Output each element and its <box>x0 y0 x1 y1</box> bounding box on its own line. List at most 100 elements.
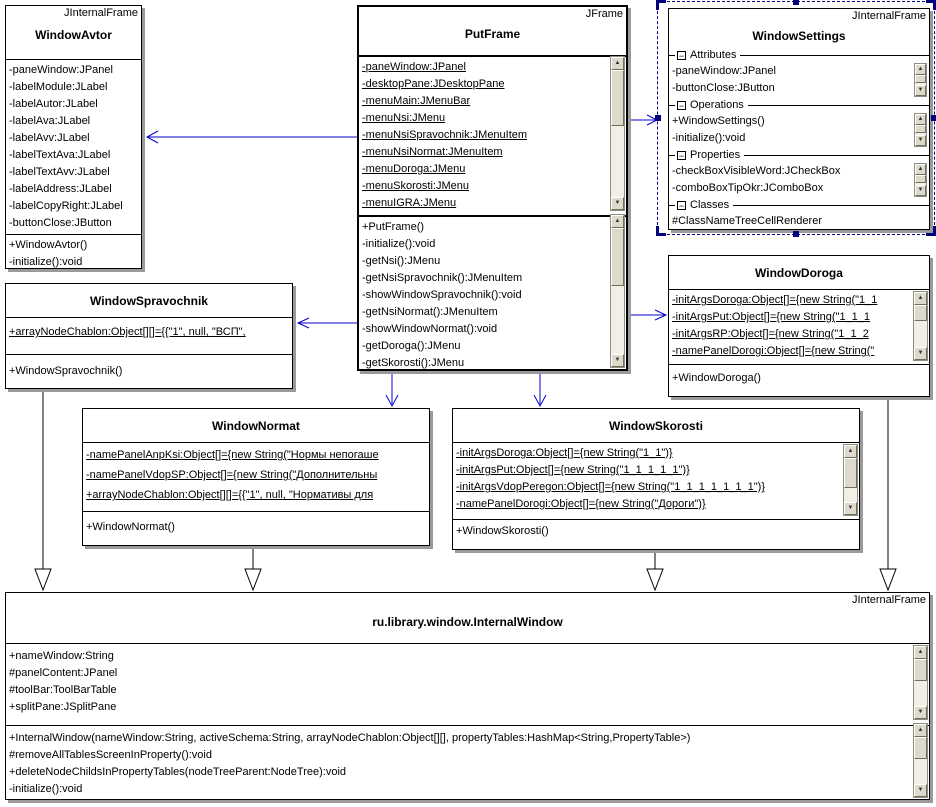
selection-handle[interactable] <box>655 115 661 121</box>
scroll-up-icon[interactable]: ▲ <box>914 646 927 659</box>
attribute-row: -menuSkorosti:JMenu <box>362 180 469 192</box>
selection-handle[interactable] <box>931 115 936 121</box>
class-window-normat[interactable]: WindowNormat -namePanelAnpKsi:Object[]={… <box>82 408 430 546</box>
scroll-up-icon[interactable]: ▲ <box>915 64 926 75</box>
stereotype-label: JInternalFrame <box>64 7 138 19</box>
class-header: WindowSkorosti <box>453 409 859 442</box>
scrollbar-thumb[interactable] <box>611 228 624 286</box>
attribute-row: +splitPane:JSplitPane <box>9 701 117 713</box>
generalization-windownormat-internalwindow[interactable] <box>244 547 262 592</box>
compartment-divider <box>83 442 429 443</box>
class-name: ru.library.window.InternalWindow <box>372 615 563 629</box>
scroll-down-icon[interactable]: ▼ <box>915 185 926 196</box>
compartment-divider <box>453 519 859 520</box>
collapse-icon[interactable]: − <box>677 100 686 111</box>
scroll-up-icon[interactable]: ▲ <box>914 292 927 305</box>
class-window-doroga[interactable]: WindowDoroga -initArgsDoroga:Object[]={n… <box>668 255 930 397</box>
collapse-icon[interactable]: − <box>677 150 686 161</box>
collapse-icon[interactable]: − <box>677 50 686 61</box>
scroll-down-icon[interactable]: ▼ <box>611 354 624 367</box>
class-internal-window[interactable]: JInternalFrame ru.library.window.Interna… <box>5 592 930 800</box>
scrollbar-track[interactable] <box>914 759 927 784</box>
scroll-up-icon[interactable]: ▲ <box>915 114 926 125</box>
attribute-row: -initArgsRP:Object[]={new String("1_1_2 <box>672 328 869 340</box>
scrollbar-thumb[interactable] <box>914 737 927 759</box>
compartment-divider <box>669 364 929 365</box>
attribute-row: -labelAutor:JLabel <box>9 98 98 110</box>
scrollbar-track[interactable] <box>914 681 927 706</box>
scrollbar-track[interactable] <box>611 126 624 197</box>
collapse-icon[interactable]: − <box>677 200 686 211</box>
attribute-row: -desktopPane:JDesktopPane <box>362 78 505 90</box>
scroll-down-icon[interactable]: ▼ <box>915 135 926 146</box>
attributes-scrollbar[interactable]: ▲▼ <box>914 63 927 97</box>
scroll-down-icon[interactable]: ▼ <box>914 347 927 360</box>
attribute-row: -namePanelVdopSP:Object[]={new String("Д… <box>86 469 378 481</box>
class-putframe[interactable]: JFrame PutFrame -paneWindow:JPanel-deskt… <box>357 5 628 371</box>
generalization-windowspravochnik-internalwindow[interactable] <box>34 390 52 592</box>
scroll-up-icon[interactable]: ▲ <box>611 57 624 70</box>
properties-scrollbar[interactable]: ▲▼ <box>914 163 927 197</box>
class-header: WindowSpravochnik <box>6 284 292 317</box>
attribute-row: -paneWindow:JPanel <box>362 61 466 73</box>
method-row: -getNsi():JMenu <box>362 255 441 267</box>
attributes-scrollbar[interactable]: ▲▼ <box>913 645 928 720</box>
scrollbar-thumb[interactable] <box>915 175 926 183</box>
class-name: WindowDoroga <box>755 266 843 280</box>
selection-corner-handle[interactable] <box>926 226 936 236</box>
attribute-row: -namePanelDorogi:Object[]={new String("Д… <box>456 498 706 510</box>
selection-corner-handle[interactable] <box>656 0 666 10</box>
generalization-windowdoroga-internalwindow[interactable] <box>879 398 897 592</box>
methods-scrollbar[interactable]: ▲▼ <box>913 723 928 798</box>
attributes-compartment: -paneWindow:JPanel-buttonClose:JButton <box>669 63 929 97</box>
association-putframe-windownormat[interactable] <box>385 373 399 408</box>
generalization-windowskorosti-internalwindow[interactable] <box>646 551 664 592</box>
attributes-scrollbar[interactable]: ▲▼ <box>843 444 858 516</box>
selection-corner-handle[interactable] <box>926 0 936 10</box>
section-header-operations: − Operations <box>669 97 929 113</box>
methods-scrollbar[interactable]: ▲▼ <box>610 214 625 368</box>
attribute-row: -buttonClose:JButton <box>9 217 112 229</box>
class-window-settings[interactable]: JInternalFrame WindowSettings − Attribut… <box>668 8 930 230</box>
attributes-scrollbar[interactable]: ▲▼ <box>610 56 625 211</box>
selection-handle[interactable] <box>793 0 799 5</box>
section-header-attributes: − Attributes <box>669 47 929 63</box>
association-putframe-windowsettings[interactable] <box>628 114 659 126</box>
scroll-down-icon[interactable]: ▼ <box>914 784 927 797</box>
association-putframe-windowavtor[interactable] <box>145 130 357 144</box>
methods-compartment: +WindowSkorosti() <box>453 520 859 549</box>
association-putframe-windowspravochnik[interactable] <box>296 317 357 329</box>
scroll-down-icon[interactable]: ▼ <box>611 197 624 210</box>
scroll-down-icon[interactable]: ▼ <box>914 706 927 719</box>
scrollbar-track[interactable] <box>914 321 927 347</box>
scroll-down-icon[interactable]: ▼ <box>915 85 926 96</box>
association-putframe-windowskorosti[interactable] <box>533 373 547 408</box>
scrollbar-thumb[interactable] <box>844 458 857 488</box>
classes-compartment: #ClassNameTreeCellRenderer <box>669 213 929 229</box>
attributes-scrollbar[interactable]: ▲▼ <box>913 291 928 361</box>
class-name: PutFrame <box>464 27 521 41</box>
scroll-up-icon[interactable]: ▲ <box>844 445 857 458</box>
attribute-row: -paneWindow:JPanel <box>672 65 776 77</box>
scrollbar-thumb[interactable] <box>914 659 927 681</box>
class-window-skorosti[interactable]: WindowSkorosti -initArgsDoroga:Object[]=… <box>452 408 860 550</box>
scroll-up-icon[interactable]: ▲ <box>915 164 926 175</box>
association-putframe-windowdoroga[interactable] <box>628 309 668 321</box>
scrollbar-thumb[interactable] <box>915 125 926 133</box>
scroll-up-icon[interactable]: ▲ <box>611 215 624 228</box>
scroll-down-icon[interactable]: ▼ <box>844 502 857 515</box>
selection-handle[interactable] <box>793 231 799 237</box>
scrollbar-thumb[interactable] <box>914 305 927 321</box>
selection-corner-handle[interactable] <box>656 226 666 236</box>
operations-scrollbar[interactable]: ▲▼ <box>914 113 927 147</box>
attribute-row: -initArgsDoroga:Object[]={new String("1_… <box>672 294 878 306</box>
class-window-spravochnik[interactable]: WindowSpravochnik +arrayNodeChablon:Obje… <box>5 283 293 389</box>
scrollbar-track[interactable] <box>844 488 857 502</box>
scroll-up-icon[interactable]: ▲ <box>914 724 927 737</box>
scrollbar-track[interactable] <box>611 286 624 354</box>
scrollbar-thumb[interactable] <box>611 70 624 126</box>
scrollbar-thumb[interactable] <box>915 75 926 83</box>
class-window-avtor[interactable]: JInternalFrame WindowAvtor -paneWindow:J… <box>5 5 142 269</box>
attribute-row: -labelModule:JLabel <box>9 81 108 93</box>
